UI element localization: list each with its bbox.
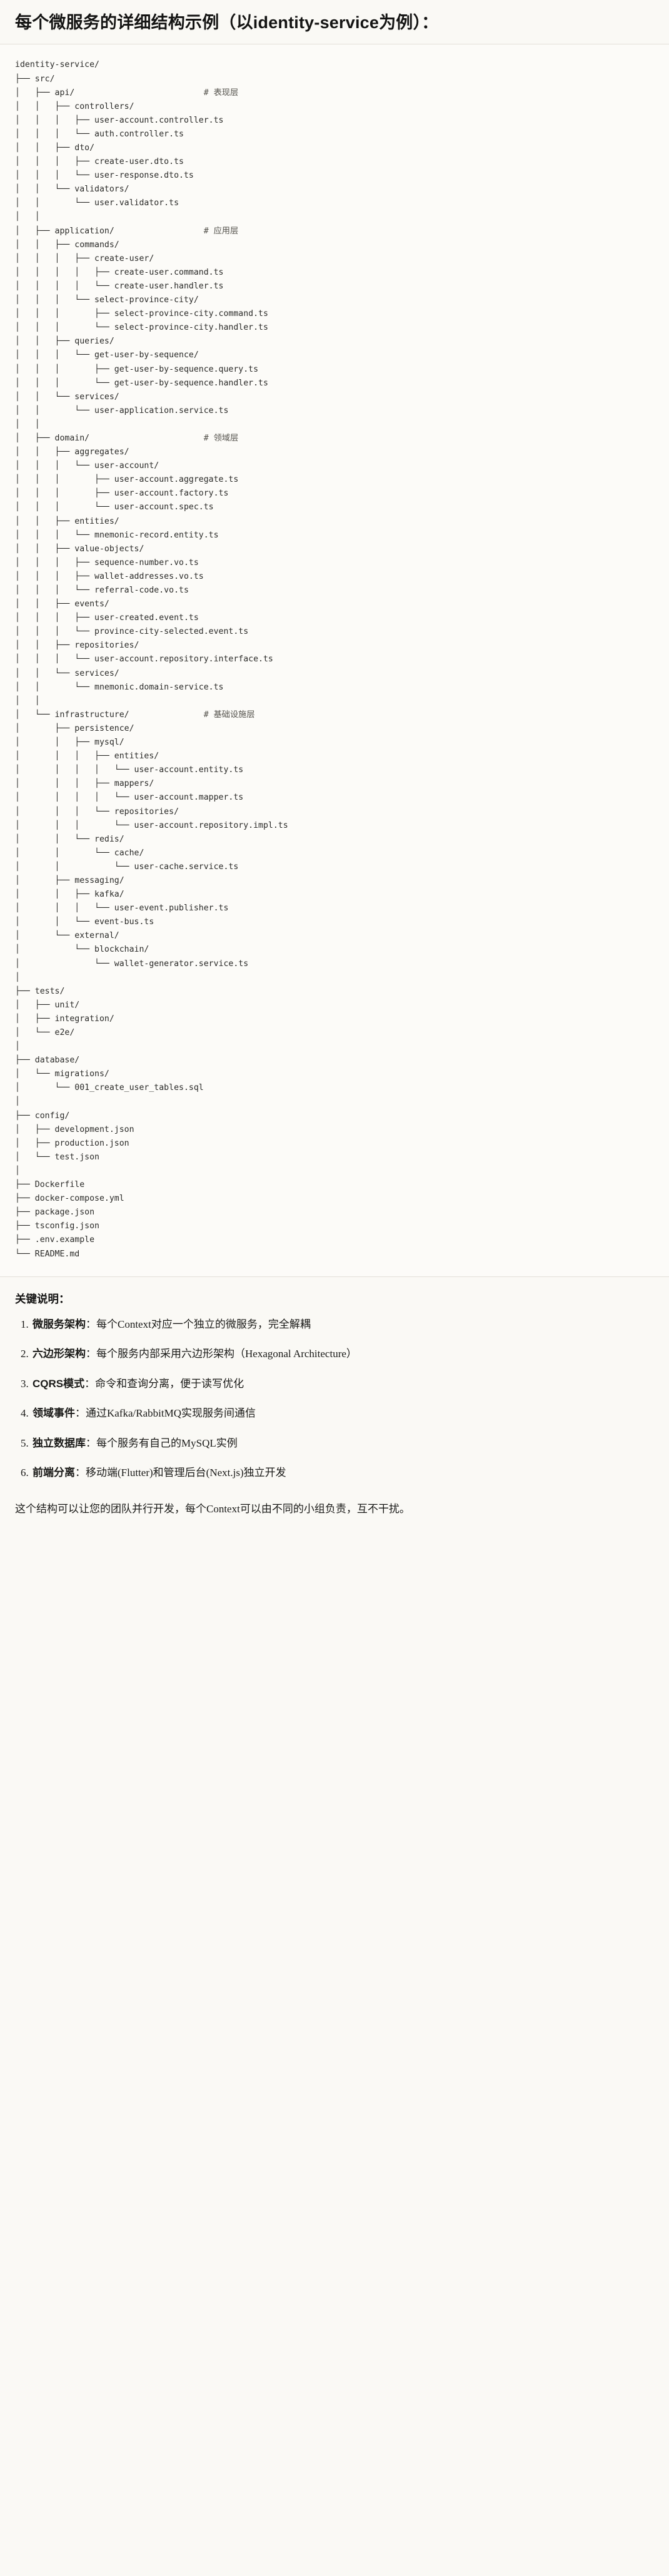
note-text: 每个服务有自己的MySQL实例 xyxy=(96,1437,238,1449)
tree-layer-comment: # 应用层 xyxy=(203,226,239,236)
note-term: 六边形架构 xyxy=(33,1348,86,1360)
tree-layer-comment: # 基础设施层 xyxy=(203,710,255,720)
note-term: 领域事件 xyxy=(33,1407,75,1420)
note-text: 命令和查询分离，便于读写优化 xyxy=(95,1377,244,1390)
note-separator: ： xyxy=(86,1318,96,1330)
note-text: 每个服务内部采用六边形架构（Hexagonal Architecture） xyxy=(96,1348,357,1360)
note-separator: ： xyxy=(86,1437,96,1449)
list-item: 六边形架构：每个服务内部采用六边形架构（Hexagonal Architectu… xyxy=(31,1346,654,1362)
list-item: 微服务架构：每个Context对应一个独立的微服务，完全解耦 xyxy=(31,1316,654,1333)
note-separator: ： xyxy=(75,1467,86,1479)
tree-layer-comment: # 领域层 xyxy=(203,433,239,443)
note-term: CQRS模式 xyxy=(33,1377,85,1390)
note-separator: ： xyxy=(75,1407,86,1420)
tree-layer-comment: # 表现层 xyxy=(203,88,239,98)
document-page: 每个微服务的详细结构示例（以identity-service为例）： ident… xyxy=(0,0,669,1534)
note-text: 每个Context对应一个独立的微服务，完全解耦 xyxy=(96,1318,311,1330)
note-term: 前端分离 xyxy=(33,1467,75,1479)
note-separator: ： xyxy=(86,1348,96,1360)
directory-tree-block: identity-service/ ├── src/ │ ├── api/ # … xyxy=(0,44,669,1276)
directory-tree: identity-service/ ├── src/ │ ├── api/ # … xyxy=(15,60,288,1259)
note-term: 微服务架构 xyxy=(33,1318,86,1330)
list-item: 前端分离：移动端(Flutter)和管理后台(Next.js)独立开发 xyxy=(31,1465,654,1481)
page-title: 每个微服务的详细结构示例（以identity-service为例）： xyxy=(15,13,439,32)
list-item: 独立数据库：每个服务有自己的MySQL实例 xyxy=(31,1435,654,1452)
tree-divider xyxy=(0,1276,669,1277)
list-item: 领域事件：通过Kafka/RabbitMQ实现服务间通信 xyxy=(31,1405,654,1422)
key-notes-title: 关键说明： xyxy=(15,1292,70,1305)
note-text: 通过Kafka/RabbitMQ实现服务间通信 xyxy=(86,1407,256,1420)
key-notes-list: 微服务架构：每个Context对应一个独立的微服务，完全解耦 六边形架构：每个服… xyxy=(15,1316,654,1481)
note-term: 独立数据库 xyxy=(33,1437,86,1449)
note-separator: ： xyxy=(84,1377,96,1390)
key-notes-section: 关键说明： 微服务架构：每个Context对应一个独立的微服务，完全解耦 六边形… xyxy=(0,1277,669,1500)
list-item: CQRS模式：命令和查询分离，便于读写优化 xyxy=(31,1376,654,1392)
note-text: 移动端(Flutter)和管理后台(Next.js)独立开发 xyxy=(86,1467,286,1479)
closing-paragraph: 这个结构可以让您的团队并行开发，每个Context可以由不同的小组负责，互不干扰… xyxy=(15,1502,410,1515)
